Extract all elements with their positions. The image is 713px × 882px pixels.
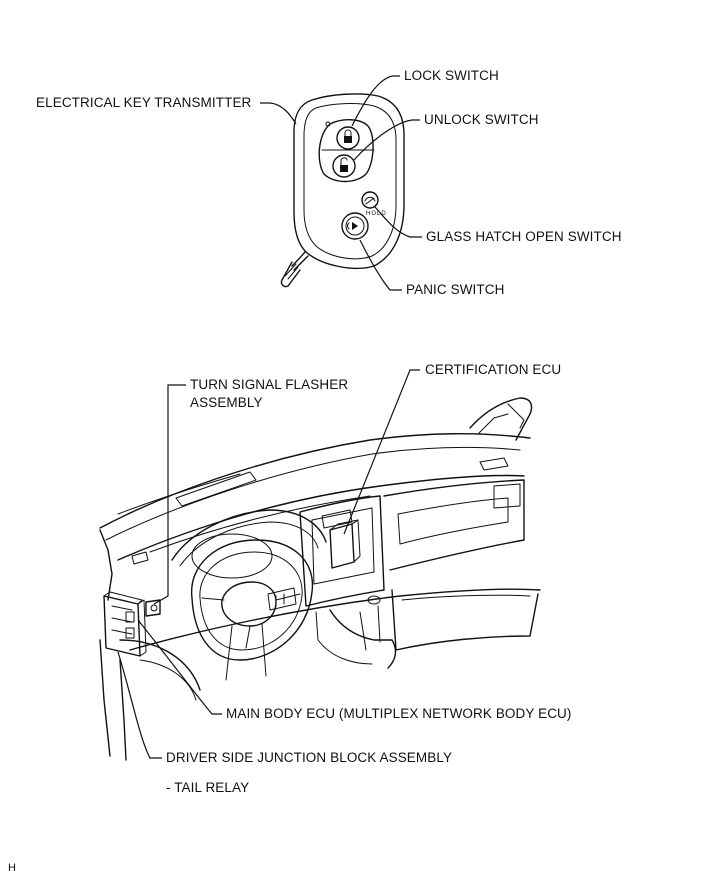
label-turn-signal-flasher-line1: TURN SIGNAL FLASHER — [190, 377, 349, 392]
label-lock-switch: LOCK SWITCH — [404, 68, 499, 83]
label-turn-signal-flasher-line2: ASSEMBLY — [190, 395, 263, 410]
key-transmitter-drawing — [280, 93, 405, 288]
label-electrical-key-transmitter: ELECTRICAL KEY TRANSMITTER — [36, 95, 252, 110]
label-certification-ecu: CERTIFICATION ECU — [425, 362, 562, 377]
label-glass-hatch-open-switch: GLASS HATCH OPEN SWITCH — [426, 229, 622, 244]
label-driver-side-junction-block: DRIVER SIDE JUNCTION BLOCK ASSEMBLY — [166, 750, 453, 765]
label-hold: HOLD — [366, 211, 387, 217]
label-main-body-ecu: MAIN BODY ECU (MULTIPLEX NETWORK BODY EC… — [226, 706, 572, 721]
dashboard-leader-lines — [117, 369, 420, 759]
label-tail-relay: - TAIL RELAY — [166, 780, 250, 795]
label-unlock-switch: UNLOCK SWITCH — [424, 112, 539, 127]
dashboard-drawing — [99, 397, 541, 761]
label-panic-switch: PANIC SWITCH — [406, 282, 505, 297]
corner-mark: H — [8, 862, 16, 874]
key-leader-lines — [260, 75, 422, 291]
